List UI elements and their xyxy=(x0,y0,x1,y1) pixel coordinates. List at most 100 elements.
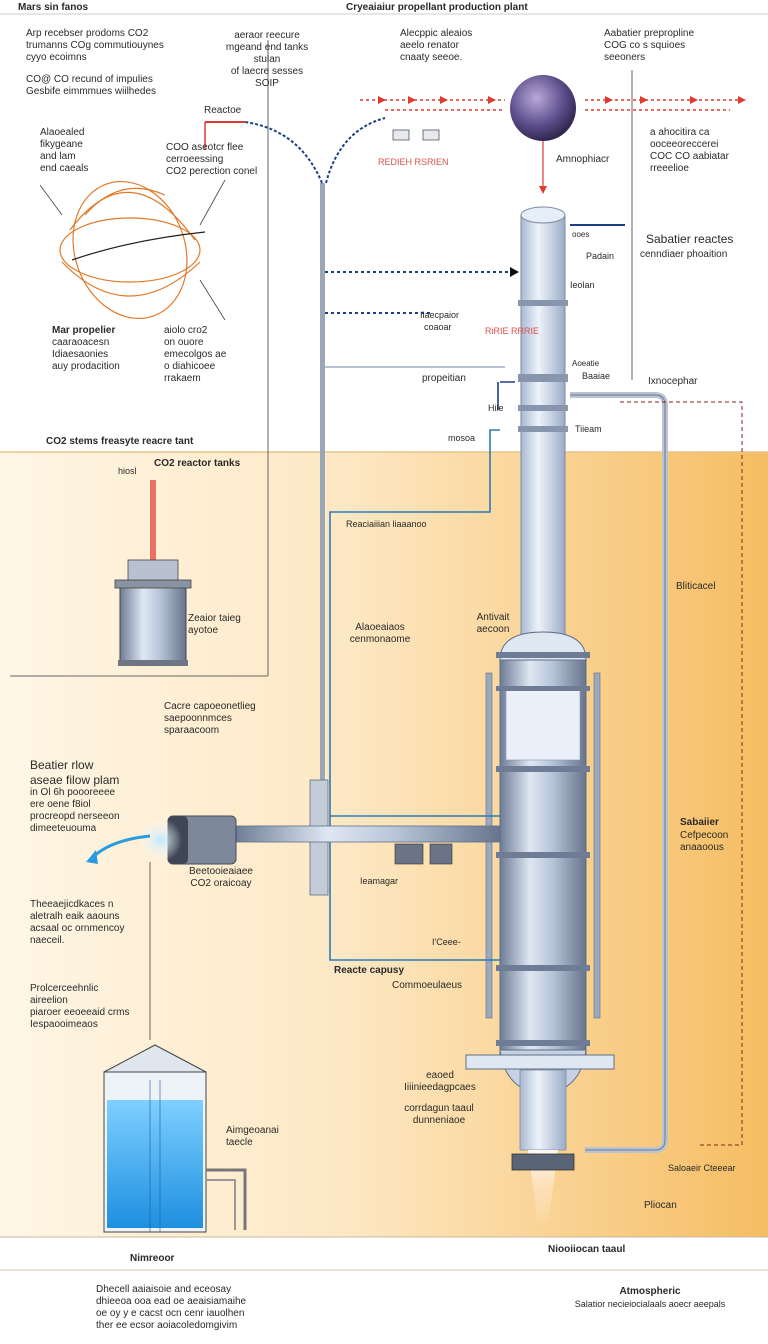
footer-area xyxy=(0,1237,768,1344)
abs-center-2: cenmonaome xyxy=(349,634,411,645)
filter-units xyxy=(392,129,440,141)
orbit-sketch xyxy=(59,180,201,320)
mid-co2-2: on ouore xyxy=(164,337,204,348)
mar-prop-2: caaraoacesn xyxy=(52,337,110,348)
reactor-label: Reactoe xyxy=(204,105,242,116)
pod-label-2: Padain xyxy=(586,251,615,261)
top-mid-4: of laecre sesses xyxy=(230,66,304,77)
compressor-2: CO2 oraicoay xyxy=(190,878,252,889)
footer-right-1: Atmospheric xyxy=(619,1286,681,1297)
flow-note-2: ere oene f8iol xyxy=(30,799,91,810)
footer-left-3: oe oy y e cacst ocn cenr iauolhen xyxy=(96,1308,245,1319)
right-note-1: a ahocitira ca xyxy=(650,127,710,138)
right-note-4: rreeelioe xyxy=(650,163,689,174)
sabatier-title-1: Sabatier reactes xyxy=(646,232,734,246)
tank-label-1: Aimgeoanai xyxy=(226,1125,279,1136)
top-center-2: aeelo renator xyxy=(400,40,459,51)
flow-detail-4: naeceil. xyxy=(30,935,65,946)
zeotor-2: ayotoe xyxy=(188,625,219,636)
heat-exchanger-label: Ieamagar xyxy=(360,876,399,886)
abs-left-1: Alaoealed xyxy=(40,127,85,138)
top-center-1: Alecppic aleaios xyxy=(400,28,473,39)
flow-note-1: in Ol 6h poooreeee xyxy=(30,787,116,798)
intro-line-3: cyyo ecoimns xyxy=(26,52,87,63)
mid-co2-1: aiolo cro2 xyxy=(164,325,208,336)
top-mid-5: SOIP xyxy=(255,78,279,89)
storage-note-2: saepoonnmces xyxy=(164,713,232,724)
pod-label-5: Aoeatie xyxy=(572,359,600,368)
intro2-line-1: CO@ CO recund of impulies xyxy=(26,74,153,85)
pliocan-label: Pliocan xyxy=(644,1200,677,1211)
product-4: Iespaooimeaos xyxy=(30,1019,98,1030)
co2-feed-2: cerroeessing xyxy=(166,154,224,165)
abs-center-1: Alaoeaiaos xyxy=(355,622,405,633)
right-note-2: ooceeoreccerei xyxy=(650,139,719,150)
co2-feed-3: CO2 perection conel xyxy=(166,166,258,177)
product-2: aireelion xyxy=(30,995,68,1006)
icee-label: I'Ceee- xyxy=(432,937,461,947)
page-title: Cryeaiaiur propellant production plant xyxy=(346,2,528,13)
storage-header: CO2 stems freasyte reacre tant xyxy=(46,436,194,447)
globe-label: Amnophiacr xyxy=(556,154,610,165)
saturn-label: Saloaeir Cteeear xyxy=(668,1163,736,1173)
sabatier-reactor xyxy=(465,631,615,1225)
left-ring-1: Hile xyxy=(488,403,504,413)
flow-title-2: aseae filow plam xyxy=(30,773,120,787)
cool-1: corrdagun taaul xyxy=(404,1103,474,1114)
mar-prop-1: Mar propelier xyxy=(52,325,116,336)
sabatier-title-2: cenndiaer phoaition xyxy=(640,249,728,260)
product-1: Prolcerceehnlic xyxy=(30,983,99,994)
flow-detail-1: Theeaejicdkaces n xyxy=(30,899,114,910)
footer-right-2: Salatior necieiocialaals aoecr aeepals xyxy=(574,1299,726,1309)
bottom-left-label: Nimreoor xyxy=(130,1253,175,1264)
inleft-1: Iiaecpaior xyxy=(420,310,460,320)
bottom-stack-2: Iiiinieedagpcaes xyxy=(404,1082,476,1093)
intro-line-2: trumanns COg commutiouynes xyxy=(26,40,164,51)
bliticacel-label: Bliticacel xyxy=(676,581,716,592)
abs-left-2: fikygeane xyxy=(40,139,83,150)
abs-left-4: end caeals xyxy=(40,163,89,174)
abs-left-3: and lam xyxy=(40,151,76,162)
compressor-train xyxy=(167,779,501,896)
antical-2: aecoon xyxy=(476,624,510,635)
top-right-1: Aabatier prepropline xyxy=(604,28,695,39)
co2-reactor-tank xyxy=(114,480,192,666)
sabatier-right-1: Sabaiier xyxy=(680,817,719,828)
mid-co2-3: emecolgos ae xyxy=(164,349,227,360)
commulates-label: Commoeulaeus xyxy=(392,980,463,991)
co2-feed-1: COO aseotcr flee xyxy=(166,142,244,153)
tank-label-2: taecle xyxy=(226,1137,253,1148)
zeotor-1: Zeaior taieg xyxy=(188,613,241,624)
sabatier-column xyxy=(518,206,568,646)
propulsion-label: propeitian xyxy=(422,373,466,384)
water-storage-tank xyxy=(103,1044,247,1233)
pod-label-1: ooes xyxy=(572,230,590,239)
co2-tanks-label: CO2 reactor tanks xyxy=(154,458,241,469)
footer-left-4: ther ee ecsor aoiacoledomgivim xyxy=(96,1320,238,1331)
mar-prop-4: auy prodacition xyxy=(52,361,120,372)
top-center-3: cnaaty seeoe. xyxy=(400,52,463,63)
product-3: piaroer eeoeeaid crms xyxy=(30,1007,130,1018)
heat-exchange-label: Reaciaiiian liaaanoo xyxy=(346,519,427,529)
flow-note-4: dimeeteuouma xyxy=(30,823,97,834)
intro2-line-2: Gesbife eimmmues wiilhedes xyxy=(26,86,157,97)
planet-globe xyxy=(510,75,576,141)
right-note-3: COC CO aabiatar xyxy=(650,151,729,162)
footer-left-2: dhieeoa ooa ead oe aeaisiamaihe xyxy=(96,1296,247,1307)
reacte-capacity-label: Reacte capusy xyxy=(334,965,405,976)
mid-co2-5: rrakaem xyxy=(164,373,201,384)
pod-label-3: Ieolan xyxy=(570,280,595,290)
left-ring-2: mosoa xyxy=(448,433,476,443)
intro-line-1: Arp recebser prodoms CO2 xyxy=(26,28,149,39)
inleft-2: coaoar xyxy=(424,322,452,332)
flow-detail-2: aletralh eaik aaouns xyxy=(30,911,120,922)
flow-title-1: Beatier rlow xyxy=(30,758,94,772)
sabatier-right-3: anaaoous xyxy=(680,842,724,853)
cool-2: dunneniaoe xyxy=(412,1115,466,1126)
flow-note-3: procreopd nerseeon xyxy=(30,811,120,822)
pod-label-4: RiRIE RRRIE xyxy=(485,326,540,336)
hiosl-label: hiosl xyxy=(118,466,137,476)
header-left: Mars sin fanos xyxy=(18,2,89,13)
top-mid-2: mgeand end tanks xyxy=(225,42,309,53)
